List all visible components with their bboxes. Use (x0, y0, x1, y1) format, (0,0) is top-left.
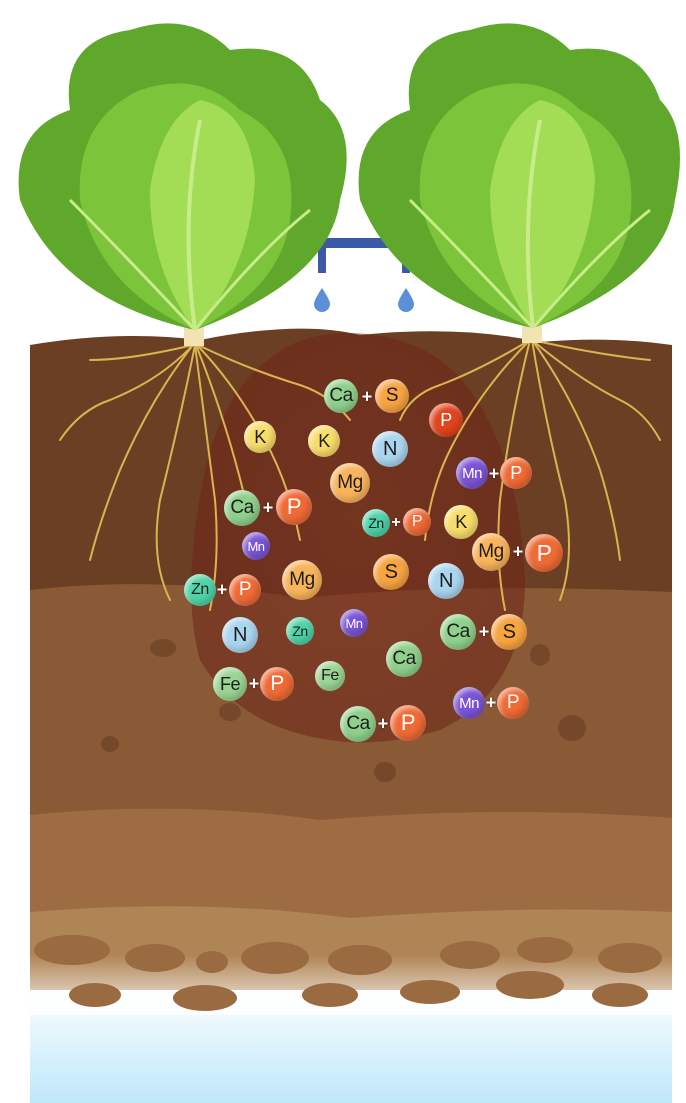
plus-sign: + (485, 692, 497, 713)
plus-sign: + (488, 463, 500, 484)
plus-sign: + (216, 579, 228, 600)
lettuce-plant-right (358, 23, 680, 343)
lettuce-plant-left (18, 23, 347, 346)
phosphorus-ion: P (429, 403, 463, 437)
plus-sign: + (377, 713, 389, 734)
manganese-ion: Mn (453, 687, 485, 719)
calcium-ion: Ca (224, 490, 260, 526)
plus-sign: + (478, 621, 490, 642)
calcium-ion: Ca (324, 379, 358, 413)
phosphorus-ion: P (260, 667, 294, 701)
plus-sign: + (262, 497, 274, 518)
sulfur-ion: S (375, 379, 409, 413)
water-drop (314, 288, 330, 312)
zinc-ion: Zn (184, 574, 216, 606)
phosphorus-ion: P (276, 489, 312, 525)
roots-right (399, 339, 661, 611)
potassium-ion: K (444, 505, 478, 539)
sulfur-ion: S (373, 554, 409, 590)
sulfur-ion: S (491, 614, 527, 650)
phosphorus-ion: P (500, 457, 532, 489)
manganese-ion: Mn (456, 457, 488, 489)
nitrogen-ion: N (428, 563, 464, 599)
pebbles (101, 639, 586, 782)
phosphorus-ion: P (525, 534, 563, 572)
manganese-ion: Mn (340, 609, 368, 637)
manganese-ion: Mn (242, 532, 270, 560)
plus-sign: + (248, 673, 260, 694)
calcium-ion: Ca (340, 706, 376, 742)
magnesium-ion: Mg (330, 463, 370, 503)
plus-sign: + (512, 541, 524, 562)
phosphorus-ion: P (229, 574, 261, 606)
calcium-ion: Ca (440, 614, 476, 650)
phosphorus-ion: P (403, 508, 431, 536)
water-drop (398, 288, 414, 312)
nitrogen-ion: N (222, 617, 258, 653)
iron-ion: Fe (213, 667, 247, 701)
plus-sign: + (391, 514, 401, 531)
gravel (34, 935, 662, 1011)
potassium-ion: K (308, 425, 340, 457)
phosphorus-ion: P (497, 687, 529, 719)
magnesium-ion: Mg (282, 560, 322, 600)
nitrogen-ion: N (372, 431, 408, 467)
lower-subsoil-layer (30, 808, 672, 930)
magnesium-ion: Mg (472, 533, 510, 571)
zinc-ion: Zn (362, 509, 390, 537)
potassium-ion: K (244, 421, 276, 453)
water-drops (314, 288, 414, 312)
calcium-ion: Ca (386, 641, 422, 677)
plus-sign: + (361, 386, 373, 407)
zinc-ion: Zn (286, 617, 314, 645)
phosphorus-ion: P (390, 705, 426, 741)
iron-ion: Fe (315, 661, 345, 691)
